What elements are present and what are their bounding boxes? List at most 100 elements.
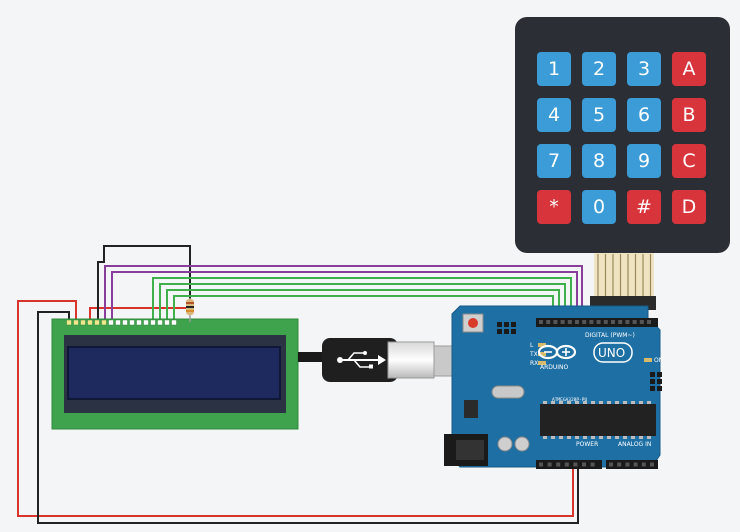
digital-pin[interactable] bbox=[546, 320, 551, 324]
icsp-pin[interactable] bbox=[657, 379, 662, 384]
analog-pin-a0[interactable] bbox=[609, 462, 613, 467]
key-A[interactable]: A bbox=[672, 52, 706, 86]
key-face bbox=[627, 52, 661, 86]
icsp-pin[interactable] bbox=[497, 322, 502, 327]
on-label: ON bbox=[654, 357, 663, 364]
key-label: C bbox=[682, 150, 695, 172]
icsp-pin[interactable] bbox=[650, 386, 655, 391]
key-3[interactable]: 3 bbox=[627, 52, 661, 86]
chip-label: ATMEGA328P-PU bbox=[552, 397, 588, 403]
led-label: TX bbox=[529, 351, 538, 358]
icsp-pin[interactable] bbox=[497, 329, 502, 334]
wire-green-2[interactable] bbox=[159, 283, 566, 319]
key-C[interactable]: C bbox=[672, 144, 706, 178]
power-pin[interactable] bbox=[582, 462, 586, 467]
lcd-pin[interactable] bbox=[94, 319, 100, 326]
key-5[interactable]: 5 bbox=[582, 98, 616, 132]
key-#[interactable]: # bbox=[627, 190, 661, 224]
lcd-pin[interactable] bbox=[129, 319, 135, 326]
lcd-pin[interactable] bbox=[87, 319, 93, 326]
wire-purple-2[interactable] bbox=[111, 271, 578, 319]
key-label: 9 bbox=[638, 150, 650, 172]
wire-red-outer[interactable] bbox=[17, 300, 574, 517]
microcontroller-chip bbox=[540, 404, 656, 436]
key-4[interactable]: 4 bbox=[537, 98, 571, 132]
lcd-pin[interactable] bbox=[143, 319, 149, 326]
icsp-pin[interactable] bbox=[511, 329, 516, 334]
digital-pin[interactable] bbox=[618, 320, 623, 324]
icsp-pin[interactable] bbox=[657, 372, 662, 377]
key-0[interactable]: 0 bbox=[582, 190, 616, 224]
digital-pin[interactable] bbox=[582, 320, 587, 324]
icsp-pin[interactable] bbox=[504, 329, 509, 334]
lcd-pin[interactable] bbox=[101, 319, 107, 326]
lcd-pin[interactable] bbox=[136, 319, 142, 326]
led-rx bbox=[538, 361, 546, 365]
digital-pin[interactable] bbox=[575, 320, 579, 324]
digital-pin[interactable] bbox=[553, 320, 558, 324]
digital-pin[interactable] bbox=[647, 320, 651, 324]
analog-pin-a2[interactable] bbox=[625, 462, 630, 467]
icsp-pin[interactable] bbox=[650, 379, 655, 384]
lcd-pin[interactable] bbox=[171, 319, 177, 326]
key-D[interactable]: D bbox=[672, 190, 706, 224]
digital-pin[interactable] bbox=[639, 320, 644, 324]
icsp-pin[interactable] bbox=[511, 322, 516, 327]
key-B[interactable]: B bbox=[672, 98, 706, 132]
digital-pin[interactable] bbox=[567, 320, 572, 324]
power-pin[interactable] bbox=[590, 462, 595, 467]
wire-black-outer[interactable] bbox=[37, 311, 579, 524]
icsp-pin[interactable] bbox=[504, 322, 509, 327]
digital-pin[interactable] bbox=[625, 320, 630, 324]
lcd-pin[interactable] bbox=[108, 319, 114, 326]
key-7[interactable]: 7 bbox=[537, 144, 571, 178]
key-9[interactable]: 9 bbox=[627, 144, 661, 178]
digital-pin[interactable] bbox=[560, 320, 565, 324]
lcd-pin[interactable] bbox=[164, 319, 170, 326]
power-header bbox=[536, 460, 602, 469]
digital-pin[interactable] bbox=[632, 320, 637, 324]
wire-green-1[interactable] bbox=[152, 277, 572, 319]
key-face bbox=[537, 98, 571, 132]
lcd-pin[interactable] bbox=[150, 319, 156, 326]
digital-pin[interactable] bbox=[603, 320, 608, 324]
lcd-pin[interactable] bbox=[73, 319, 79, 326]
lcd-pin[interactable] bbox=[115, 319, 121, 326]
key-8[interactable]: 8 bbox=[582, 144, 616, 178]
lcd-pin[interactable] bbox=[122, 319, 128, 326]
wire-black-top[interactable] bbox=[97, 245, 191, 319]
power-pin[interactable] bbox=[556, 462, 561, 467]
lcd-module bbox=[51, 298, 299, 430]
key-6[interactable]: 6 bbox=[627, 98, 661, 132]
analog-pin-a5[interactable] bbox=[650, 462, 654, 467]
key-face bbox=[582, 52, 616, 86]
lcd-pin[interactable] bbox=[66, 319, 72, 326]
analog-pin-a1[interactable] bbox=[617, 462, 622, 467]
analog-pin-a4[interactable] bbox=[641, 462, 646, 467]
digital-pin[interactable] bbox=[539, 320, 543, 324]
arduino-logo-icon bbox=[537, 344, 577, 360]
key-1[interactable]: 1 bbox=[537, 52, 571, 86]
wire-red-resistor[interactable] bbox=[89, 307, 190, 319]
key-2[interactable]: 2 bbox=[582, 52, 616, 86]
power-pin[interactable] bbox=[564, 462, 569, 467]
lcd-pin[interactable] bbox=[157, 319, 163, 326]
analog-pin-a3[interactable] bbox=[633, 462, 638, 467]
icsp-pin[interactable] bbox=[657, 386, 662, 391]
resistor[interactable] bbox=[186, 298, 194, 322]
lcd-pin[interactable] bbox=[80, 319, 86, 326]
icsp-pin[interactable] bbox=[650, 372, 655, 377]
power-label: POWER bbox=[576, 441, 598, 448]
digital-pin[interactable] bbox=[589, 320, 594, 324]
wire-green-3[interactable] bbox=[166, 289, 560, 319]
power-pin[interactable] bbox=[573, 462, 578, 467]
key-*[interactable]: * bbox=[537, 190, 571, 224]
digital-pin[interactable] bbox=[596, 320, 601, 324]
digital-pin[interactable] bbox=[611, 320, 615, 324]
led-label: RX bbox=[530, 360, 538, 367]
power-pin[interactable] bbox=[547, 462, 552, 467]
wire-purple-1[interactable] bbox=[104, 265, 583, 319]
power-pin[interactable] bbox=[539, 462, 543, 467]
